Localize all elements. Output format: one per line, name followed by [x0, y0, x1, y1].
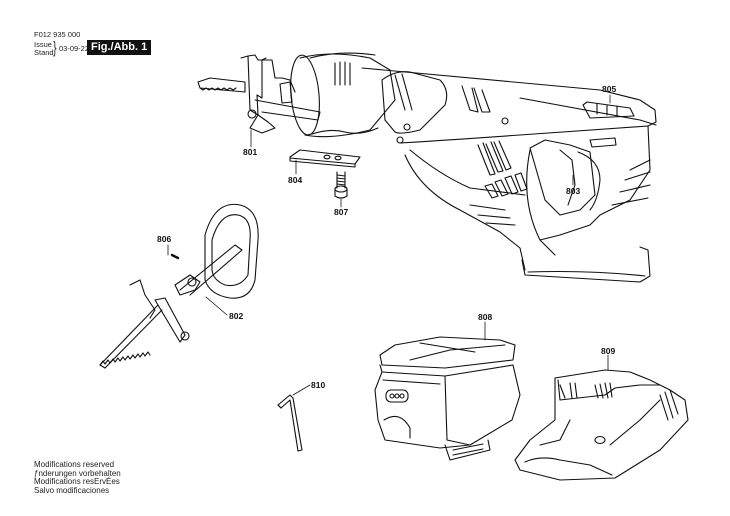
notice-line-de: ƒnderungen vorbehalten: [34, 468, 121, 478]
leader-lines: [167, 94, 611, 396]
plate-and-screw: [289, 149, 361, 199]
modifications-notice: Modifications reserved ƒnderungen vorbeh…: [34, 460, 121, 495]
issue-date: 03-09-22: [59, 44, 90, 53]
issue-label: Issue: [34, 40, 52, 49]
stand-label: Stand: [34, 48, 54, 57]
part-label-808: 808: [478, 312, 493, 322]
charger: [514, 369, 689, 481]
figure-label: Fig./Abb. 1: [87, 40, 152, 55]
blade-holder-assembly: [99, 203, 259, 369]
battery-pack: [374, 336, 521, 461]
part-label-806: 806: [157, 234, 172, 244]
notice-line-en: Modifications reserved: [34, 460, 115, 469]
part-number: F012 935 000: [34, 30, 81, 39]
part-label-810: 810: [311, 380, 326, 390]
notice-line-es: Salvo modificaciones: [34, 485, 110, 495]
part-label-802: 802: [229, 311, 244, 321]
part-label-807: 807: [334, 207, 349, 217]
part-label-801: 801: [243, 147, 258, 157]
saw-body: [197, 52, 657, 283]
part-label-809: 809: [601, 346, 616, 356]
hex-key: [277, 394, 303, 452]
part-label-805: 805: [602, 84, 617, 94]
part-label-803: 803: [566, 186, 581, 196]
part-label-804: 804: [288, 175, 303, 185]
brace-symbol: }: [53, 38, 57, 57]
notice-line-fr: Modifications resErvÉes: [34, 477, 120, 486]
